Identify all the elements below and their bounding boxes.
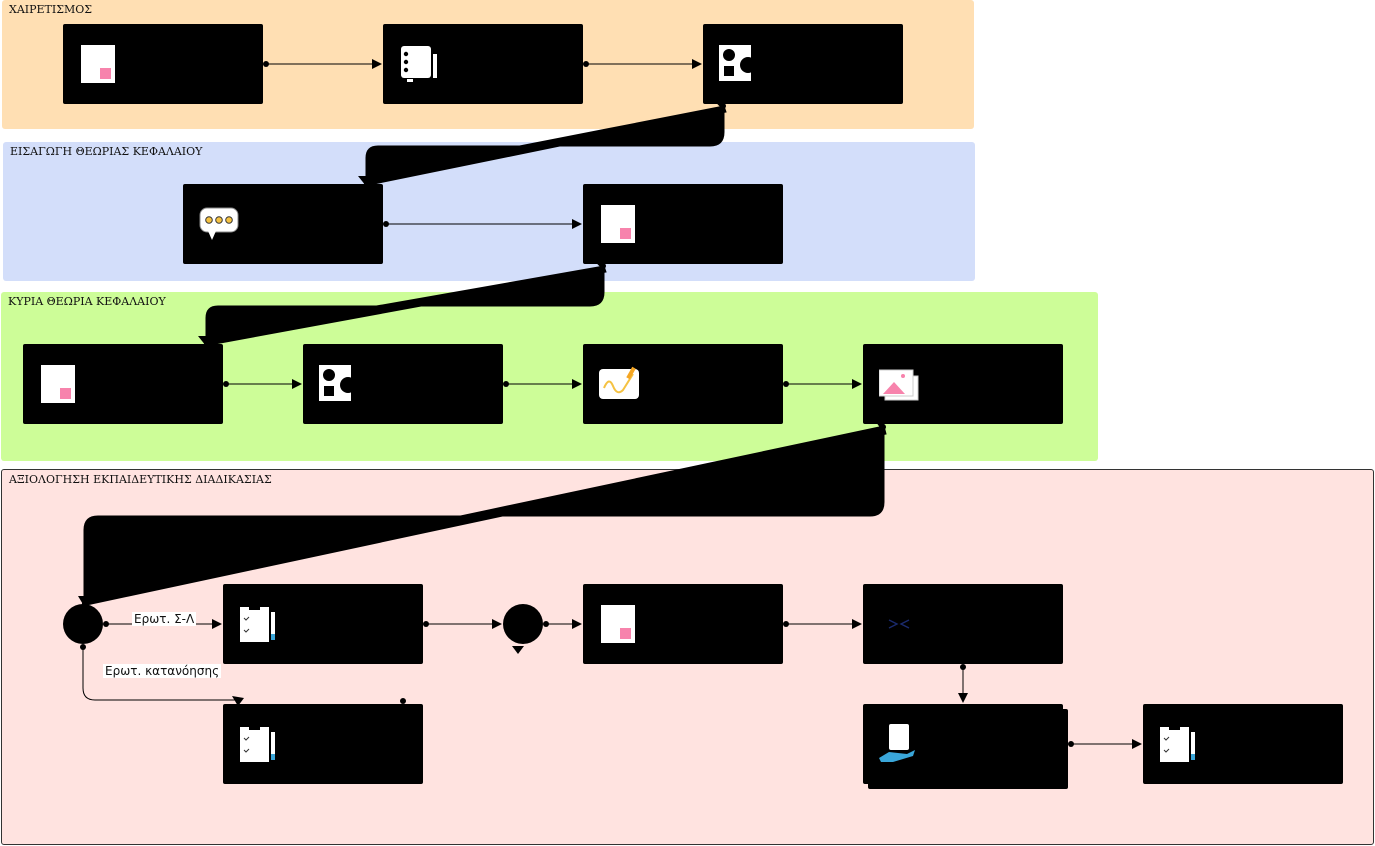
notebook-icon (401, 46, 437, 82)
activity-node-drawing[interactable] (583, 344, 783, 424)
activity-node-hand-document[interactable] (863, 704, 1063, 784)
chat-bubble-icon (199, 207, 239, 240)
document-icon (601, 605, 635, 643)
lane-title: ΕΙΣΑΓΩΓΗ ΘΕΩΡΙΑΣ ΚΕΦΑΛΑΙΟΥ (10, 145, 203, 158)
document-icon (41, 365, 75, 403)
decision-gateway[interactable] (63, 604, 103, 644)
shapes-icon (719, 45, 756, 81)
activity-node-checklist[interactable] (223, 584, 423, 664)
activity-node-chat[interactable] (183, 184, 383, 264)
activity-node-checklist[interactable] (223, 704, 423, 784)
checklist-icon (1160, 725, 1195, 762)
shapes-icon (319, 365, 356, 401)
activity-node-document[interactable] (63, 24, 263, 104)
code-icon (888, 619, 910, 629)
checklist-icon (240, 725, 275, 762)
activity-node-document[interactable] (583, 584, 783, 664)
lane-theory-intro: ΕΙΣΑΓΩΓΗ ΘΕΩΡΙΑΣ ΚΕΦΑΛΑΙΟΥ (3, 142, 975, 281)
activity-node-document[interactable] (583, 184, 783, 264)
activity-node-checklist[interactable] (1143, 704, 1343, 784)
edge-label-comprehension: Ερωτ. κατανόησης (103, 664, 222, 678)
activity-node-image[interactable] (863, 344, 1063, 424)
lane-title: ΚΥΡΙΑ ΘΕΩΡΙΑ ΚΕΦΑΛΑΙΟΥ (8, 295, 166, 308)
activity-node-document[interactable] (23, 344, 223, 424)
activity-node-shapes[interactable] (703, 24, 903, 104)
lane-title: ΑΞΙΟΛΟΓΗΣΗ ΕΚΠΑΙΔΕΥΤΙΚΗΣ ΔΙΑΔΙΚΑΣΙΑΣ (9, 473, 272, 486)
drawing-icon (599, 366, 639, 399)
activity-node-code[interactable] (863, 584, 1063, 664)
document-icon (81, 45, 115, 83)
decision-gateway[interactable] (503, 604, 543, 644)
activity-node-notebook[interactable] (383, 24, 583, 104)
lane-title: ΧΑΙΡΕΤΙΣΜΟΣ (9, 3, 93, 16)
edge-label-true-false: Ερωτ. Σ-Λ (132, 612, 197, 626)
document-icon (601, 205, 635, 243)
hand-document-icon (879, 724, 915, 762)
flow-gw-11 (82, 647, 236, 701)
activity-node-shapes[interactable] (303, 344, 503, 424)
checklist-icon (240, 605, 275, 642)
image-icon (879, 369, 919, 401)
